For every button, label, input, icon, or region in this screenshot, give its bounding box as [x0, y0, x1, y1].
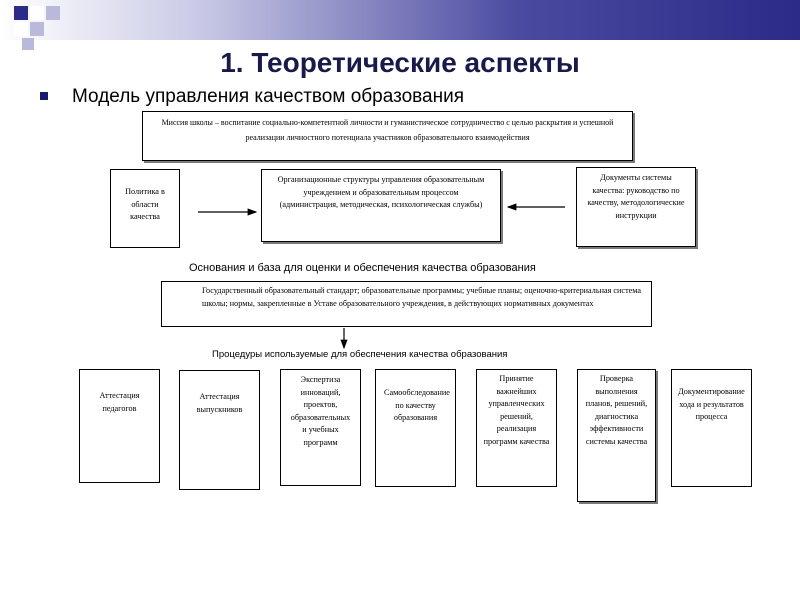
org-structures-box: Организационные структуры управления обр… [261, 169, 501, 242]
procedure-text: Документирование хода и результатов проц… [678, 387, 745, 421]
procedure-box-management-decisions: Принятие важнейших управленческих решени… [476, 369, 557, 487]
procedure-box-documentation: Документирование хода и результатов проц… [671, 369, 752, 487]
procedure-text: Экспертиза инноваций, проектов, образова… [290, 375, 351, 447]
slide-title: 1. Теоретические аспекты [220, 47, 580, 78]
basis-box: Государственный образовательный стандарт… [161, 281, 652, 327]
slide-subtitle: Модель управления качеством образования [72, 86, 464, 107]
procedure-text: Аттестация педагогов [99, 391, 140, 413]
procedure-text: Принятие важнейших управленческих решени… [483, 374, 550, 446]
procedure-text: Самообследование по качеству образования [384, 388, 450, 422]
square-bullet-icon [40, 92, 48, 100]
procedure-box-teacher-certification: Аттестация педагогов [79, 369, 160, 483]
header-square-2 [30, 6, 44, 20]
basis-text: Государственный образовательный стандарт… [202, 286, 642, 308]
procedures-label: Процедуры используемые для обеспечения к… [212, 349, 508, 360]
mission-box: Миссия школы – воспитание социально-комп… [142, 111, 633, 161]
header-square-5 [30, 22, 44, 36]
header-square-3 [46, 6, 60, 20]
procedure-box-graduate-certification: Аттестация выпускников [179, 370, 260, 490]
procedure-box-self-assessment: Самообследование по качеству образования [375, 369, 456, 487]
mission-text: Миссия школы – воспитание социально-комп… [161, 118, 614, 142]
header-square-4 [14, 22, 28, 36]
header-square-1 [14, 6, 28, 20]
procedure-box-expertise: Экспертиза инноваций, проектов, образова… [280, 369, 361, 486]
procedure-text: Проверка выполнения планов, решений, диа… [585, 374, 648, 446]
documents-text: Документы системы качества: руководство … [587, 173, 685, 220]
policy-text: Политика в области качества [125, 187, 165, 221]
documents-box: Документы системы качества: руководство … [576, 167, 696, 247]
procedure-box-plan-verification: Проверка выполнения планов, решений, диа… [577, 369, 656, 502]
org-structures-text: Организационные структуры управления обр… [277, 175, 485, 209]
header-gradient-bar [0, 0, 800, 40]
basis-label: Основания и база для оценки и обеспечени… [189, 262, 536, 274]
procedure-text: Аттестация выпускников [196, 392, 243, 414]
header-square-6 [22, 38, 34, 50]
policy-box: Политика в области качества [110, 169, 180, 248]
